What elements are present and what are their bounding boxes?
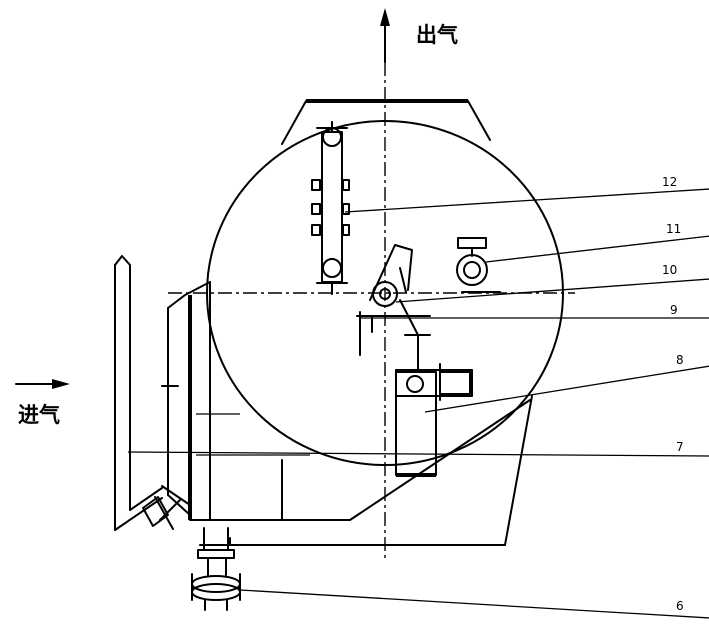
pivot-mechanism xyxy=(356,244,431,371)
part-number-11: 11 xyxy=(666,222,681,236)
housing xyxy=(199,99,533,546)
inlet-body xyxy=(161,281,531,521)
part-number-8: 8 xyxy=(676,353,684,367)
part-number-6: 6 xyxy=(676,599,684,613)
bottom-valve xyxy=(191,527,241,611)
outlet-arrow xyxy=(380,8,390,63)
part-number-10: 10 xyxy=(662,263,677,277)
sight-glass xyxy=(456,237,501,293)
inlet-pipe xyxy=(114,255,191,531)
actuator xyxy=(395,363,473,477)
level-gauge xyxy=(311,121,350,295)
inlet-label: 进气 xyxy=(18,403,60,427)
inlet-arrow xyxy=(15,379,70,389)
drum xyxy=(206,120,564,466)
part-number-12: 12 xyxy=(662,175,677,189)
drain-nozzle xyxy=(142,496,181,530)
outlet-label: 出气 xyxy=(416,23,458,47)
part-number-9: 9 xyxy=(670,303,678,317)
part-numbers: 12 11 10 9 8 7 6 xyxy=(662,175,684,613)
part-number-7: 7 xyxy=(676,440,684,454)
leader-lines xyxy=(127,188,709,619)
